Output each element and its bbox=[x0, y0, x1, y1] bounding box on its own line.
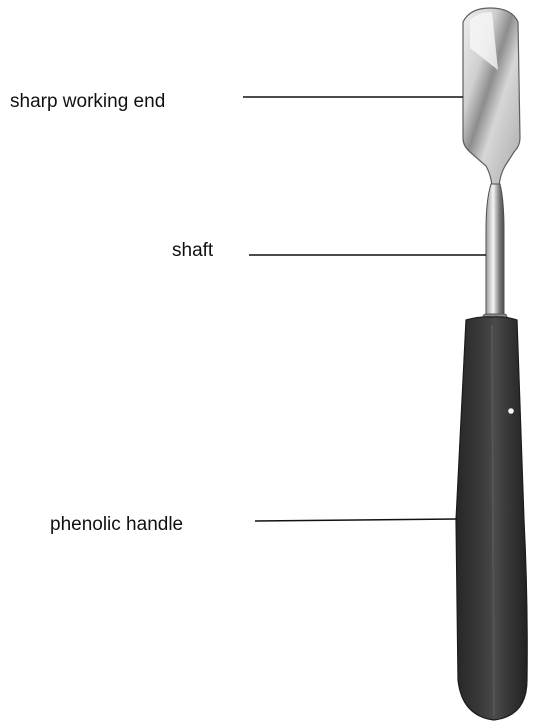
leader-line-phenolic-handle bbox=[255, 519, 457, 521]
label-shaft: shaft bbox=[172, 240, 214, 261]
label-sharp-working-end: sharp working end bbox=[10, 91, 165, 112]
label-group-sharp-working-end: sharp working end bbox=[10, 91, 463, 112]
label-group-phenolic-handle: phenolic handle bbox=[50, 514, 457, 535]
chisel-instrument-icon bbox=[456, 8, 527, 720]
label-group-shaft: shaft bbox=[172, 240, 486, 261]
shaft-shape bbox=[486, 184, 504, 322]
handle-dot bbox=[508, 408, 514, 414]
label-phenolic-handle: phenolic handle bbox=[50, 514, 183, 535]
